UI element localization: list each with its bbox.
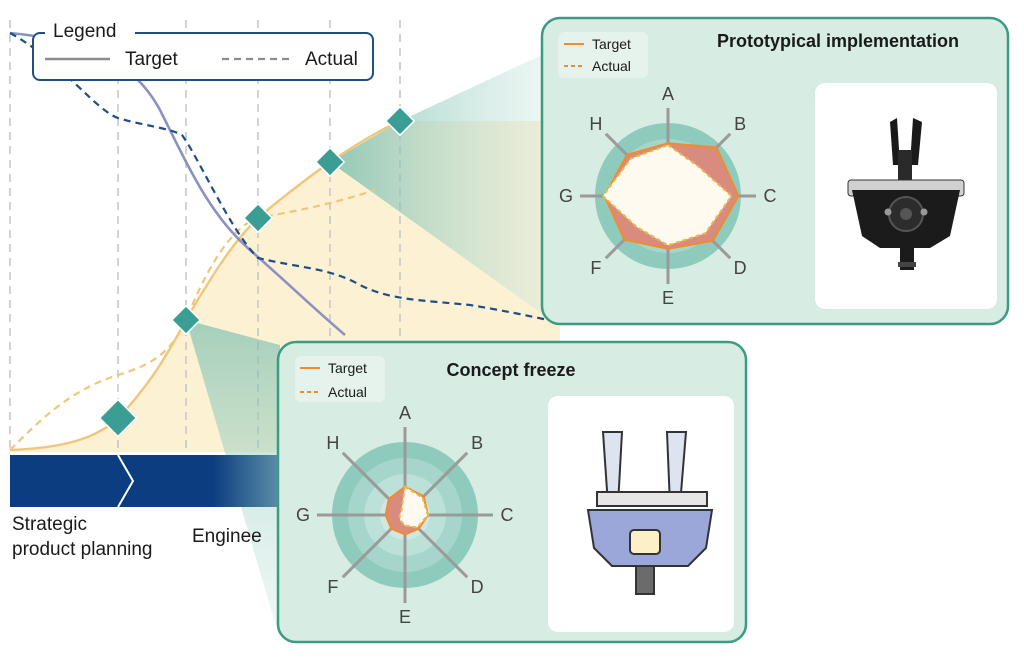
zoom-fan-prototype	[330, 52, 548, 318]
radar-axis-label: F	[327, 577, 338, 597]
radar-axis-label: E	[662, 288, 674, 308]
phase-label-strategic-2: product planning	[12, 539, 153, 560]
radar-axis-label: H	[589, 114, 602, 134]
radar-axis-label: B	[471, 433, 483, 453]
phase-label-strategic-1: Strategic	[12, 514, 87, 535]
maturity-actual-line	[9, 188, 376, 451]
radar-axis-label: C	[501, 505, 514, 525]
radar-axis-label: G	[559, 186, 573, 206]
concept-panel-title: Concept freeze	[446, 360, 575, 380]
radar-axis-label: C	[764, 186, 777, 206]
concept-radar-chart: A B C D E F G H	[296, 403, 514, 627]
legend-title: Legend	[53, 21, 116, 42]
milestone-diamond	[384, 105, 416, 137]
actual-curve	[9, 32, 549, 322]
legend-target-label: Target	[125, 49, 179, 70]
legend-box: Legend Target Actual	[32, 20, 374, 81]
phase-bar	[10, 454, 280, 508]
concept-panel: Concept freeze Target Actual A B C D E F G H	[276, 340, 748, 644]
radar-axis-label: H	[326, 433, 339, 453]
gripper-schematic	[586, 431, 714, 595]
phase-separator-chevron	[117, 454, 135, 508]
radar-actual-polygon	[601, 143, 733, 247]
prototype-legend-target: Target	[592, 36, 631, 52]
gripper-photo	[847, 118, 965, 270]
milestone-diamond	[314, 146, 346, 178]
milestone-diamond	[170, 304, 202, 336]
milestone-diamond	[98, 398, 138, 438]
phase-label-engineering: Enginee	[192, 526, 262, 547]
milestone-diamond	[242, 202, 274, 234]
radar-axis-label: G	[296, 505, 310, 525]
milestone-diamonds	[98, 105, 416, 438]
concept-legend-target: Target	[328, 360, 367, 376]
radar-axis-label: E	[399, 607, 411, 627]
prototype-legend-actual: Actual	[592, 58, 631, 74]
legend-actual-label: Actual	[305, 49, 358, 70]
radar-axis-label: A	[399, 403, 411, 423]
radar-axis-label: A	[662, 84, 674, 104]
radar-axis-label: B	[734, 114, 746, 134]
prototype-panel: Prototypical implementation Target Actua…	[540, 16, 1010, 326]
radar-actual-polygon	[398, 485, 430, 529]
concept-legend-actual: Actual	[328, 384, 367, 400]
prototype-panel-title: Prototypical implementation	[717, 31, 959, 51]
prototype-radar-chart: A B C D E F G H	[559, 84, 777, 308]
radar-axis-label: D	[471, 577, 484, 597]
radar-axis-label: D	[734, 258, 747, 278]
radar-axis-label: F	[590, 258, 601, 278]
